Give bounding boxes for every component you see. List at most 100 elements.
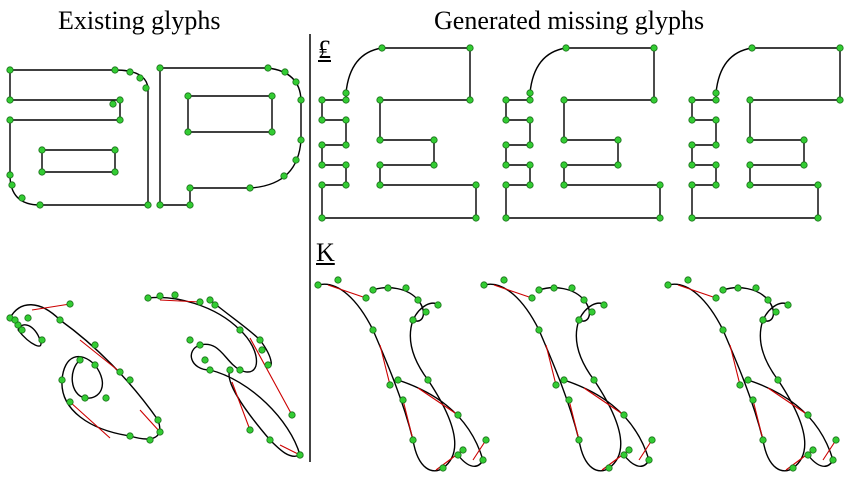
k-glyph-3-ctrl-2-point xyxy=(736,381,744,389)
k-glyph-1-loop xyxy=(372,287,425,322)
pound-glyph-3-point xyxy=(712,116,720,124)
script-a-point xyxy=(102,394,110,402)
script-p-point xyxy=(258,346,266,354)
glyph-a-point xyxy=(111,146,119,154)
pound-glyph-2-point xyxy=(650,96,658,104)
k-glyph-1-ctrl-4-point xyxy=(459,446,467,454)
script-a-point xyxy=(81,394,89,402)
k-glyph-1-ctrl-5 xyxy=(417,387,459,416)
pound-glyph-1-point xyxy=(318,214,326,222)
script-a-outline xyxy=(9,304,161,440)
pound-glyph-3-point xyxy=(836,96,844,104)
k-glyph-2-point xyxy=(568,284,576,292)
pound-glyph-3-point xyxy=(712,161,720,169)
pound-glyph-2-point xyxy=(502,214,510,222)
pound-glyph-2-point xyxy=(614,161,622,169)
k-glyph-2-loop xyxy=(538,287,591,322)
k-glyph-2-ctrl-6-point xyxy=(648,436,656,444)
script-p-ctrl-4 xyxy=(279,444,301,456)
pound-glyph-1-point xyxy=(342,141,350,149)
pound-glyph-1-point xyxy=(376,96,384,104)
pound-glyph-3-point xyxy=(748,44,756,52)
script-a-point xyxy=(11,316,19,324)
pound-glyph-1-point xyxy=(342,181,350,189)
k-glyph-3-point xyxy=(774,376,782,384)
k-glyph-2-point xyxy=(480,281,488,289)
pound-glyph-2-point xyxy=(502,161,510,169)
script-p-outline xyxy=(147,296,301,457)
glyph-p-point xyxy=(184,92,192,100)
pound-glyph-2-point xyxy=(560,181,568,189)
k-glyph-1-point xyxy=(402,284,410,292)
k-glyph-2-ctrl-1-point xyxy=(528,294,536,302)
pound-glyph-3-point xyxy=(688,161,696,169)
pound-glyph-2-point xyxy=(526,141,534,149)
k-glyph-1-point xyxy=(409,436,417,444)
k-glyph-2-point xyxy=(580,296,588,304)
pound-glyph-1-outline xyxy=(321,47,477,219)
pound-glyph-1-point xyxy=(466,96,474,104)
pound-glyph-3-point xyxy=(712,89,720,97)
glyph-p-point xyxy=(186,184,194,192)
k-glyph-1-point xyxy=(409,316,417,324)
glyph-p-point xyxy=(292,156,300,164)
script-p-point xyxy=(226,366,234,374)
script-p-point xyxy=(236,326,244,334)
glyph-p-point xyxy=(297,136,305,144)
generated-glyphs-heading: Generated missing glyphs xyxy=(434,6,705,35)
glyph-a-counter xyxy=(41,149,116,173)
pound-glyph-1-point xyxy=(376,161,384,169)
script-a-point xyxy=(18,326,26,334)
glyph-p-point xyxy=(281,68,289,76)
pound-glyph-2-point xyxy=(502,96,510,104)
script-a-point xyxy=(56,316,64,324)
k-glyph-2-point xyxy=(575,316,583,324)
script-p-point xyxy=(256,336,264,344)
k-glyph-2-stroke-2 xyxy=(563,379,650,467)
pound-glyph-2-outline xyxy=(505,47,661,219)
k-glyph-1-ctrl-3-point xyxy=(399,396,407,404)
k-glyph-3-point xyxy=(759,316,767,324)
pound-glyph-1-point xyxy=(430,161,438,169)
k-glyph-3-point xyxy=(764,296,772,304)
glyph-a-point xyxy=(144,201,152,209)
k-glyph-2-point xyxy=(535,286,543,294)
k-glyph-2-point xyxy=(550,284,558,292)
pound-glyph-2-point xyxy=(526,96,534,104)
pound-glyph-3-point xyxy=(688,116,696,124)
k-glyph-3-ctrl-3-point xyxy=(749,396,757,404)
script-p-ctrl-3-point xyxy=(246,426,254,434)
k-glyph-1-ctrl-5-point xyxy=(454,411,462,419)
k-glyph-1-point xyxy=(439,464,447,472)
pound-glyph-1-point xyxy=(342,161,350,169)
k-glyph-1-ctrl-6 xyxy=(472,439,487,461)
glyph-a-point xyxy=(18,194,26,202)
script-a-point xyxy=(126,432,134,440)
pound-glyph-1-point xyxy=(342,89,350,97)
pound-glyph-1-point xyxy=(318,161,326,169)
pound-glyph-3-outline xyxy=(691,47,841,219)
pound-glyph-1-point xyxy=(318,96,326,104)
script-a-point xyxy=(91,361,99,369)
pound-glyph-3-point xyxy=(712,141,720,149)
k-glyph-1-point xyxy=(384,284,392,292)
script-p-point xyxy=(171,291,179,299)
k-glyph-2-point xyxy=(590,376,598,384)
script-a-point xyxy=(38,336,46,344)
pound-glyph-3-point xyxy=(688,181,696,189)
k-glyph-2-point xyxy=(500,276,508,284)
k-glyph-1-point xyxy=(479,456,487,464)
k-glyph-1-ctrl-6-point xyxy=(482,436,490,444)
k-glyph-1-point xyxy=(424,376,432,384)
script-p-ctrl-2-point xyxy=(288,411,296,419)
pound-glyph-3-point xyxy=(836,44,844,52)
k-glyph-3-stroke-1 xyxy=(667,283,806,472)
k-glyph-1-point xyxy=(334,276,342,284)
glyph-p-outline xyxy=(159,67,302,206)
script-p-ctrl-2 xyxy=(249,337,293,416)
glyph-p-point xyxy=(264,64,272,72)
glyph-a-point xyxy=(111,168,119,176)
k-glyph-3-ctrl-2 xyxy=(729,344,741,386)
k-glyph-1-point xyxy=(394,376,402,384)
pound-glyph-2-point xyxy=(526,181,534,189)
